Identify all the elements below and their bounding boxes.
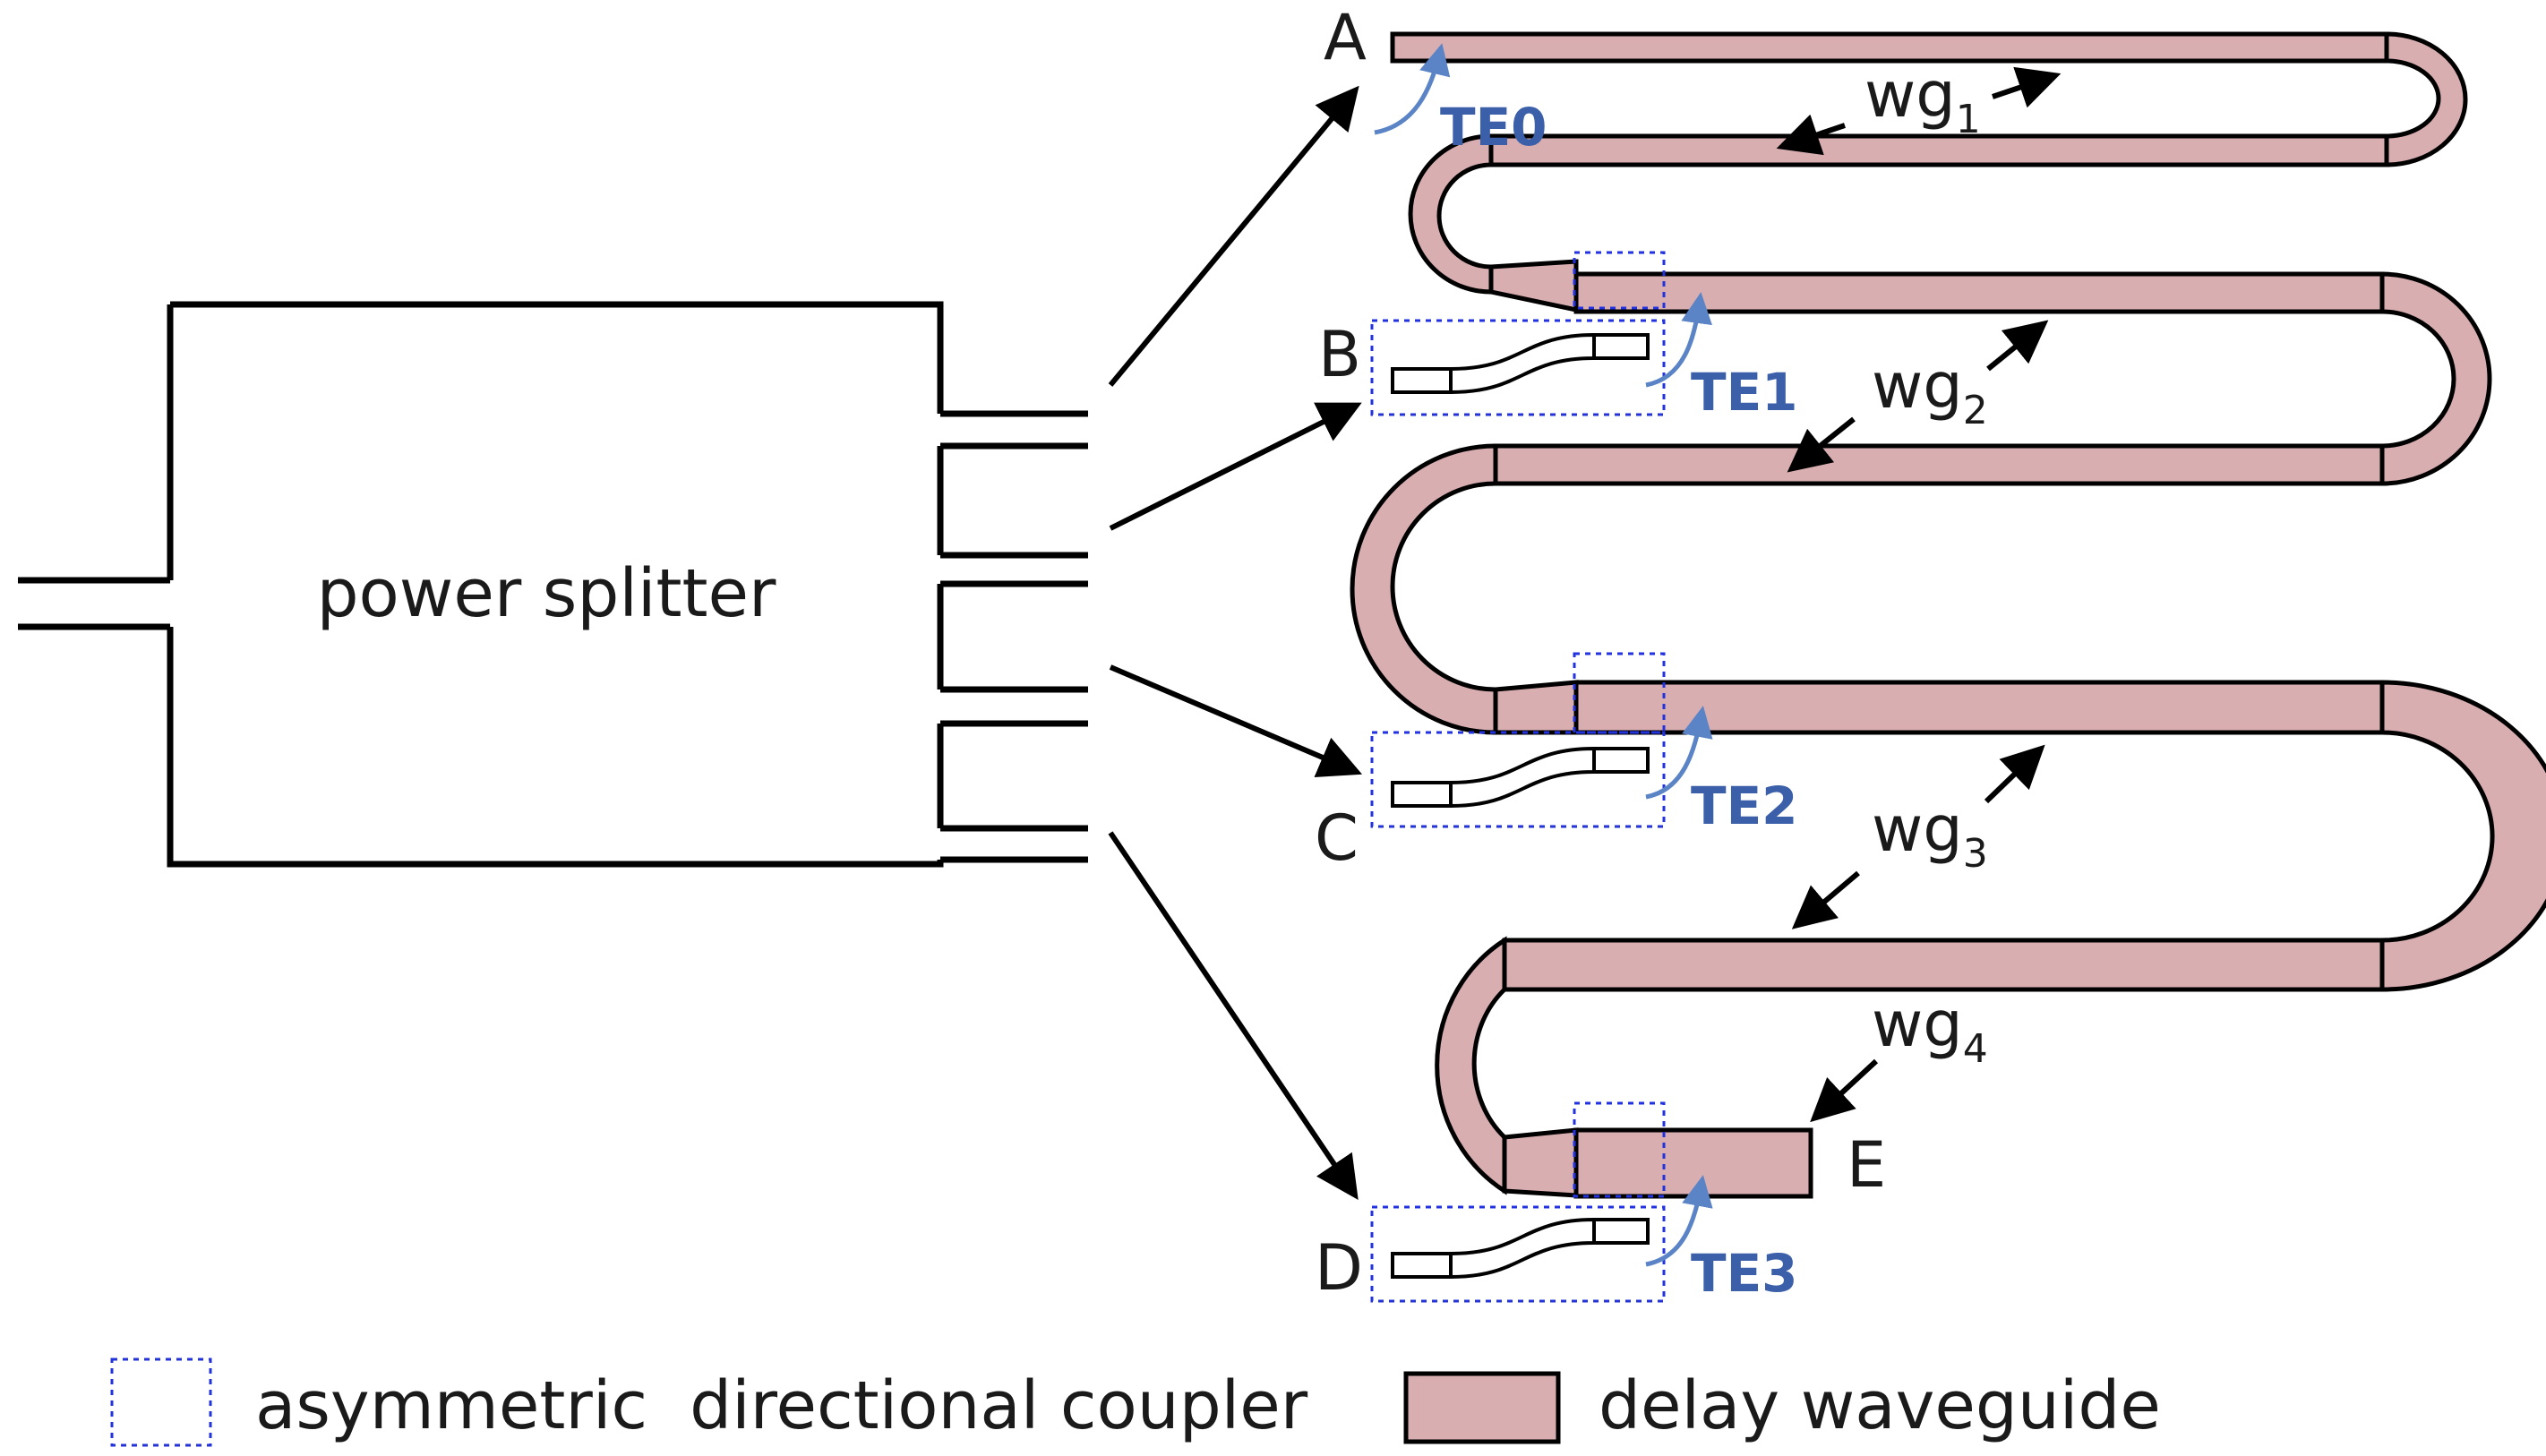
bus-d-sbend [1449, 1217, 1596, 1280]
port-label-d: D [1315, 1231, 1363, 1305]
bus-d-input [1391, 1252, 1453, 1279]
splitter-label: power splitter [317, 555, 776, 632]
arrow-to-d [1108, 831, 1359, 1200]
bend-right-2 [2379, 271, 2492, 486]
wg3-arrow-right [1984, 744, 2045, 804]
taper-1 [1488, 259, 1579, 313]
arrow-to-c [1109, 664, 1363, 777]
coupler-box-d-top [1573, 1101, 1666, 1198]
port-label-b: B [1318, 318, 1361, 391]
arrow-to-a [1108, 85, 1359, 387]
port-label-a: A [1324, 1, 1367, 74]
wg2-arrow-left [1787, 416, 1856, 473]
port-label-e: E [1847, 1128, 1886, 1202]
taper-2 [1493, 680, 1579, 735]
bend-left-3 [1435, 936, 1507, 1195]
bend-left-1 [1408, 133, 1494, 295]
coupler-box-d-bottom [1370, 1205, 1666, 1303]
legend-delay-swatch [1403, 1371, 1561, 1444]
wg3-label: wg3 [1872, 792, 1988, 877]
splitter-to-port-arrows [1108, 85, 1363, 1200]
bus-d-output [1592, 1218, 1650, 1245]
mode-label-te3: TE3 [1691, 1243, 1798, 1304]
splitter-output-3 [940, 686, 1088, 727]
wg2-label: wg2 [1872, 349, 1988, 433]
bend-right-3 [2379, 680, 2546, 992]
mode-arrow-te3 [1645, 1175, 1713, 1267]
mode-coupling-arrows [1374, 43, 1713, 1267]
coupler-bus-waveguides [1391, 332, 1650, 1280]
wg-arrows [1776, 66, 2062, 1123]
bus-b-sbend [1449, 332, 1596, 395]
wg1-bottom-straight [1488, 133, 2389, 167]
bus-b-output [1592, 333, 1650, 360]
bus-c-sbend [1449, 746, 1596, 809]
taper-3 [1502, 1127, 1579, 1198]
splitter-output-4 [940, 825, 1088, 863]
mode-arrow-te2 [1645, 706, 1713, 800]
mode-arrow-te0 [1374, 43, 1451, 135]
bus-b-input [1391, 367, 1453, 394]
wg4-label: wg4 [1872, 988, 1988, 1072]
coupler-box-b-bottom [1370, 319, 1666, 416]
legend-coupler-swatch [110, 1358, 212, 1447]
wg4-arrow [1810, 1058, 1879, 1123]
legend-coupler-label: asymmetric directional coupler [255, 1367, 1308, 1444]
port-label-c: C [1315, 801, 1359, 875]
bus-c-output [1592, 747, 1650, 774]
wg2-arrow-right [1986, 320, 2049, 372]
wg2-bottom-straight [1493, 443, 2385, 486]
arrow-to-b [1109, 402, 1362, 531]
power-splitter [18, 301, 1088, 868]
splitter-body [167, 301, 944, 868]
splitter-output-2 [940, 552, 1088, 587]
bend-right-1 [2384, 31, 2468, 167]
bus-c-input [1391, 781, 1453, 808]
wg1-arrow-right [1992, 66, 2062, 108]
coupler-box-b-top [1573, 251, 1666, 310]
legend-delay-label: delay waveguide [1599, 1367, 2161, 1444]
coupler-box-c-bottom [1370, 731, 1666, 828]
coupler-box-c-top [1573, 652, 1666, 734]
wg3-arrow-left [1791, 870, 1860, 929]
mode-label-te0: TE0 [1440, 97, 1547, 158]
wg3-bottom-straight [1502, 938, 2385, 992]
coupler-boxes [1370, 251, 1666, 1303]
mode-label-te2: TE2 [1691, 775, 1798, 836]
mode-label-te1: TE1 [1691, 362, 1798, 423]
splitter-output-1 [940, 410, 1088, 450]
wg3-top-straight [1573, 680, 2385, 735]
legend: asymmetric directional coupler delay wav… [110, 1358, 2161, 1447]
wg1-top-straight [1390, 31, 2389, 64]
wg1-arrow-left [1776, 114, 1846, 156]
splitter-input-waveguide [18, 577, 170, 630]
wg4-straight [1573, 1127, 1813, 1199]
bend-left-2 [1350, 443, 1498, 735]
mode-arrow-te1 [1645, 292, 1712, 388]
wg1-label: wg1 [1864, 58, 1981, 142]
